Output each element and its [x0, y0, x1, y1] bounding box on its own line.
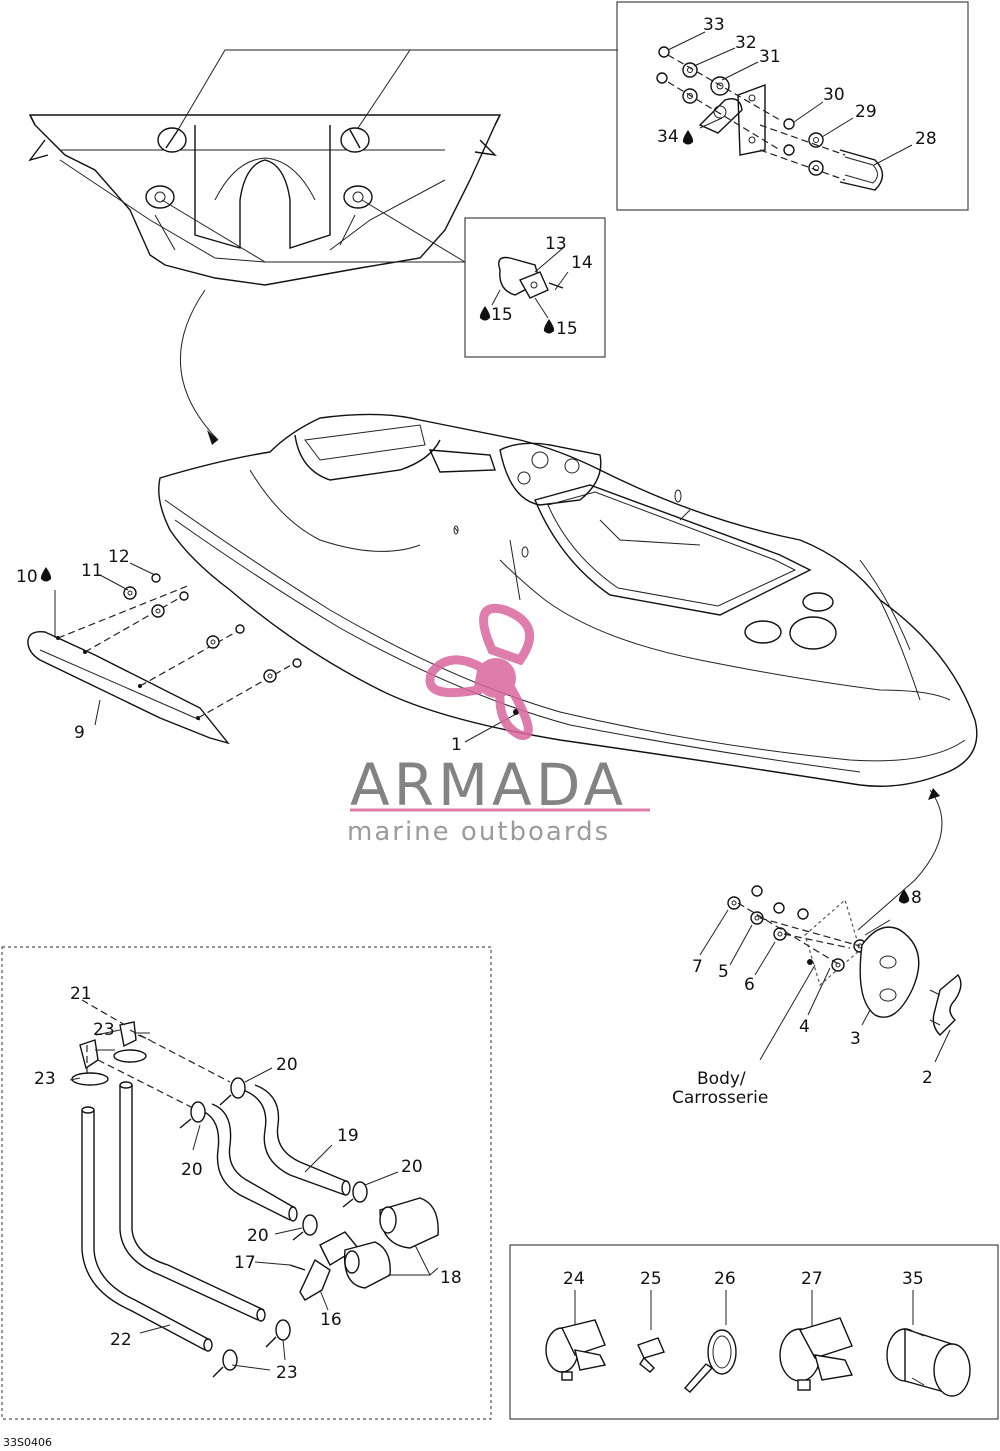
callout-8: 8 [911, 888, 922, 908]
callout-15: 15 [491, 305, 513, 325]
callout-20: 20 [276, 1055, 298, 1075]
drop-icon [543, 319, 555, 334]
body-label-line1: Body/ [697, 1069, 746, 1089]
rear-grab-handle-assembly: 7 5 6 4 3 2 8 Body/ Carrosserie [672, 885, 962, 1108]
callout-23: 23 [93, 1020, 115, 1040]
drop-icon [40, 567, 52, 582]
callout-16: 16 [320, 1310, 342, 1330]
watercraft-hull: 1 [158, 413, 978, 931]
callout-18: 18 [440, 1268, 462, 1288]
callout-19: 19 [337, 1126, 359, 1146]
callout-35: 35 [902, 1269, 924, 1289]
callout-22: 22 [110, 1330, 132, 1350]
callout-15: 15 [556, 319, 578, 339]
callout-32: 32 [735, 33, 757, 53]
callout-14: 14 [571, 253, 593, 273]
callout-7: 7 [692, 957, 703, 977]
callout-20: 20 [401, 1157, 423, 1177]
callout-27: 27 [801, 1269, 823, 1289]
callout-12: 12 [108, 547, 130, 567]
callout-33: 33 [703, 15, 725, 35]
sponson-assembly: 11 12 10 9 [16, 547, 302, 745]
detail-box-hoses: 21 23 23 20 20 19 20 20 17 18 16 22 23 [1, 946, 492, 1420]
callout-5: 5 [718, 962, 729, 982]
callout-20: 20 [247, 1226, 269, 1246]
callout-6: 6 [744, 975, 755, 995]
drop-icon [898, 889, 910, 904]
detail-box-tow-eye: 33 32 31 30 29 28 34 [616, 1, 969, 211]
callout-20: 20 [181, 1160, 203, 1180]
callout-30: 30 [823, 85, 845, 105]
drop-icon [682, 130, 694, 145]
brand-tagline: marine outboards [347, 817, 610, 847]
brand-watermark: ARMADA marine outboards [347, 604, 650, 847]
callout-25: 25 [640, 1269, 662, 1289]
diagram-code: 33S0406 [3, 1436, 52, 1449]
detail-box-drain-plug: 13 14 15 15 [464, 217, 606, 358]
callout-17: 17 [234, 1253, 256, 1273]
callout-10: 10 [16, 567, 38, 587]
brand-name: ARMADA [350, 751, 627, 819]
callout-11: 11 [81, 561, 103, 581]
body-label-line2: Carrosserie [672, 1088, 768, 1108]
callout-26: 26 [714, 1269, 736, 1289]
callout-23: 23 [34, 1069, 56, 1089]
hull-underside-view [28, 49, 618, 445]
callout-31: 31 [759, 47, 781, 67]
drop-icon [479, 306, 491, 321]
callout-21: 21 [70, 984, 92, 1004]
callout-1: 1 [451, 735, 462, 755]
callout-9: 9 [74, 723, 85, 743]
callout-28: 28 [915, 129, 937, 149]
callout-34: 34 [657, 127, 679, 147]
callout-23: 23 [276, 1363, 298, 1383]
callout-4: 4 [799, 1017, 810, 1037]
callout-13: 13 [545, 234, 567, 254]
detail-box-accessories: 24 25 26 27 35 [509, 1244, 999, 1420]
callout-2: 2 [922, 1068, 933, 1088]
callout-3: 3 [850, 1029, 861, 1049]
callout-29: 29 [855, 102, 877, 122]
callout-24: 24 [563, 1269, 585, 1289]
propeller-logo [425, 604, 534, 740]
